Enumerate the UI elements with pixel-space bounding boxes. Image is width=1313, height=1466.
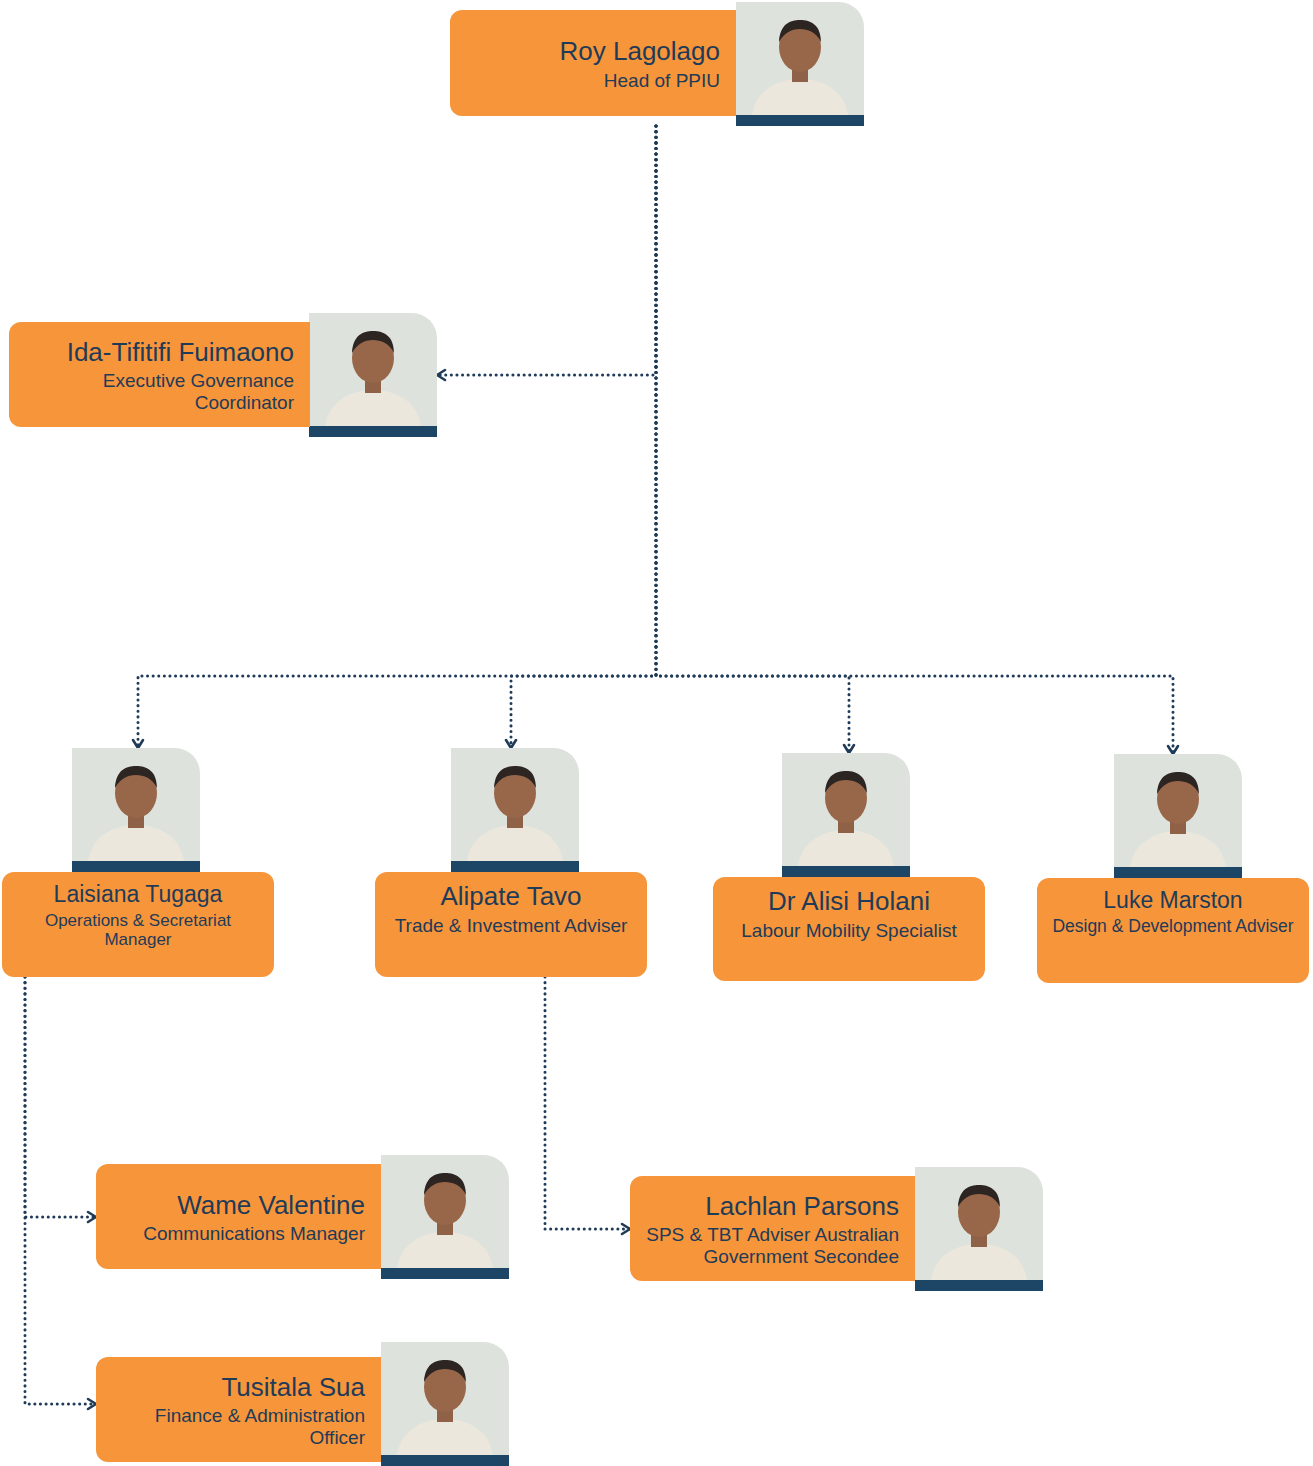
person-card: Dr Alisi HolaniLabour Mobility Specialis… xyxy=(713,753,985,981)
text-group: Roy LagolagoHead of PPIU xyxy=(560,35,720,91)
name-plate: Tusitala SuaFinance & Administration Off… xyxy=(96,1357,381,1462)
dotted-connector xyxy=(656,126,1173,754)
portrait-photo xyxy=(381,1155,509,1279)
name-plate: Luke MarstonDesign & Development Adviser xyxy=(1037,878,1309,983)
job-title: SPS & TBT Adviser Australian Government … xyxy=(644,1224,899,1267)
dotted-connector xyxy=(437,126,656,375)
person-card: Alipate TavoTrade & Investment Adviser xyxy=(375,748,647,977)
dotted-connector xyxy=(138,126,656,748)
name-plate: Dr Alisi HolaniLabour Mobility Specialis… xyxy=(713,877,985,981)
job-title: Communications Manager xyxy=(143,1223,365,1244)
dotted-connector xyxy=(25,977,96,1404)
job-title: Executive Governance Coordinator xyxy=(23,370,294,413)
person-name: Laisiana Tugaga xyxy=(14,880,262,909)
person-card: Wame ValentineCommunications Manager xyxy=(96,1155,509,1279)
job-title: Trade & Investment Adviser xyxy=(395,915,628,936)
name-plate: Wame ValentineCommunications Manager xyxy=(96,1164,381,1269)
portrait-photo xyxy=(736,2,864,126)
person-name: Dr Alisi Holani xyxy=(741,885,956,918)
job-title: Design & Development Adviser xyxy=(1052,917,1293,937)
text-group: Ida-Tifitifi FuimaonoExecutive Governanc… xyxy=(23,336,294,413)
person-name: Tusitala Sua xyxy=(110,1371,365,1404)
person-name: Roy Lagolago xyxy=(560,35,720,68)
portrait-photo xyxy=(309,313,437,437)
text-group: Tusitala SuaFinance & Administration Off… xyxy=(110,1371,365,1448)
portrait-photo xyxy=(1114,754,1242,878)
dotted-connector xyxy=(511,126,656,748)
text-group: Dr Alisi HolaniLabour Mobility Specialis… xyxy=(741,885,956,941)
person-name: Lachlan Parsons xyxy=(644,1190,899,1223)
job-title: Operations & Secretariat Manager xyxy=(14,911,262,949)
name-plate: Lachlan ParsonsSPS & TBT Adviser Austral… xyxy=(630,1176,915,1281)
person-name: Luke Marston xyxy=(1052,886,1293,915)
portrait-photo xyxy=(72,748,200,872)
person-card: Lachlan ParsonsSPS & TBT Adviser Austral… xyxy=(630,1167,1043,1291)
text-group: Alipate TavoTrade & Investment Adviser xyxy=(395,880,628,936)
portrait-photo xyxy=(915,1167,1043,1291)
job-title: Labour Mobility Specialist xyxy=(741,920,956,941)
person-card: Laisiana TugagaOperations & Secretariat … xyxy=(2,748,274,977)
text-group: Lachlan ParsonsSPS & TBT Adviser Austral… xyxy=(644,1190,899,1267)
portrait-photo xyxy=(381,1342,509,1466)
name-plate: Roy LagolagoHead of PPIU xyxy=(450,10,736,116)
person-name: Ida-Tifitifi Fuimaono xyxy=(23,336,294,369)
text-group: Laisiana TugagaOperations & Secretariat … xyxy=(14,880,262,949)
dotted-connector xyxy=(656,126,849,753)
portrait-photo xyxy=(451,748,579,872)
text-group: Wame ValentineCommunications Manager xyxy=(143,1189,365,1245)
dotted-connector xyxy=(25,977,96,1217)
portrait-photo xyxy=(782,753,910,877)
person-card: Ida-Tifitifi FuimaonoExecutive Governanc… xyxy=(9,313,437,437)
job-title: Head of PPIU xyxy=(560,70,720,91)
name-plate: Alipate TavoTrade & Investment Adviser xyxy=(375,872,647,977)
text-group: Luke MarstonDesign & Development Adviser xyxy=(1052,886,1293,936)
name-plate: Laisiana TugagaOperations & Secretariat … xyxy=(2,872,274,977)
job-title: Finance & Administration Officer xyxy=(110,1405,365,1448)
dotted-connector xyxy=(545,977,630,1229)
person-name: Alipate Tavo xyxy=(395,880,628,913)
person-card: Roy LagolagoHead of PPIU xyxy=(450,2,864,126)
person-card: Luke MarstonDesign & Development Adviser xyxy=(1037,754,1309,983)
person-name: Wame Valentine xyxy=(143,1189,365,1222)
person-card: Tusitala SuaFinance & Administration Off… xyxy=(96,1342,509,1466)
name-plate: Ida-Tifitifi FuimaonoExecutive Governanc… xyxy=(9,322,310,427)
